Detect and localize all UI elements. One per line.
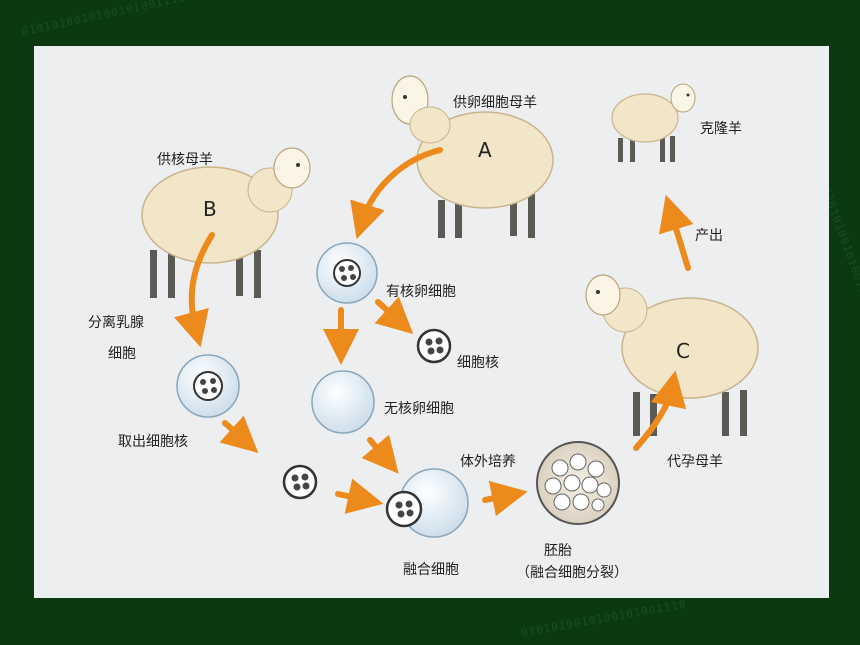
birth-label: 产出 (695, 228, 723, 244)
arrow-enucleated-to-fused (361, 434, 399, 474)
separate-mammary-label: 分离乳腺 (88, 314, 144, 331)
embryo-label: 胚胎 (544, 543, 572, 559)
sheep-b-letter: B (203, 197, 217, 221)
in-vitro-culture-label: 体外培养 (460, 454, 516, 470)
arrow-mammary-to-nucleus (219, 415, 259, 454)
enucleated-egg-cell (311, 370, 375, 434)
arrow-b-to-mammary (173, 232, 215, 348)
cloned-sheep-icon (611, 83, 696, 162)
extracted-nucleus-icon (282, 464, 318, 500)
arrow-nucleus-to-fused (335, 478, 384, 514)
nucleus-label: 细胞核 (457, 355, 499, 371)
sheep-c-letter: C (676, 339, 690, 363)
separate-mammary-label-2: 细胞 (108, 346, 136, 362)
arrow-fused-to-embryo (482, 480, 528, 517)
sheep-b-icon (141, 147, 311, 298)
arrow-c-to-clone (659, 194, 694, 271)
arrow-egg-to-nucleus (374, 296, 414, 335)
arrow-a-to-egg (350, 147, 443, 240)
donor-egg-ewe-label: 供卵细胞母羊 (453, 95, 537, 111)
fused-cell-label: 融合细胞 (403, 562, 459, 578)
surrogate-ewe-label: 代孕母羊 (667, 454, 723, 470)
nucleated-egg-cell (316, 242, 378, 304)
enucleated-egg-label: 无核卵细胞 (384, 401, 454, 417)
embryo-icon (536, 441, 620, 525)
sheep-c-icon (585, 274, 759, 436)
donor-nucleus-ewe-label: 供核母羊 (157, 152, 213, 168)
extract-nucleus-label: 取出细胞核 (118, 434, 188, 450)
embryo-note-label: （融合细胞分裂） (516, 565, 628, 581)
removed-nucleus-icon (416, 328, 452, 364)
nucleated-egg-label: 有核卵细胞 (386, 284, 456, 300)
sheep-a-letter: A (478, 138, 492, 162)
mammary-cell (176, 354, 240, 418)
arrow-embryo-to-c (633, 370, 687, 451)
fused-cell (385, 468, 469, 538)
sheep-a-icon (391, 75, 554, 238)
cloned-sheep-label: 克隆羊 (700, 121, 742, 137)
